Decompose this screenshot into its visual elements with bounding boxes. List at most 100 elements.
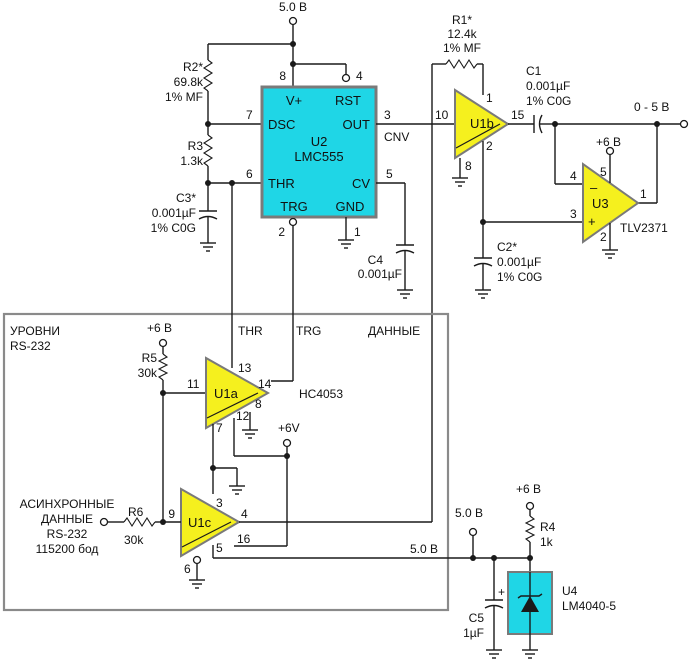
u2-cv: CV: [352, 176, 370, 191]
u1a-pin13-num: 13: [238, 361, 252, 375]
u2-pin5-num: 5: [386, 167, 393, 181]
c1-ref: C1: [526, 64, 542, 78]
input-terminal: [99, 517, 109, 527]
r1-ref: R1*: [452, 13, 472, 27]
box-col-data: ДАННЫЕ: [368, 324, 420, 338]
supply-6v-r5-label: +6 В: [147, 321, 172, 335]
resistor-r3: R3 1.3k: [180, 124, 214, 183]
c4-value: 0.001µF: [358, 267, 402, 281]
u2-out: OUT: [343, 117, 371, 132]
output-label: 0 - 5 В: [634, 100, 669, 114]
u4-part: LM4040-5: [562, 599, 616, 613]
u1b-pin8-num: 8: [465, 159, 472, 173]
input-rs232: АСИНХРОННЫЕ ДАННЫЕ RS-232 115200 бод: [20, 497, 115, 556]
c2-value: 0.001µF: [497, 255, 541, 269]
c3-value: 0.001µF: [152, 206, 196, 220]
input-line3: RS-232: [47, 527, 88, 541]
r5-value: 30k: [138, 366, 158, 380]
supply-6v-u1-label: +6V: [278, 421, 300, 435]
u1a-pin7-num: 7: [216, 421, 223, 435]
u2-pin4-num: 4: [356, 69, 363, 83]
u2-gnd: GND: [336, 199, 365, 214]
u1b-pin1-num: 1: [486, 91, 493, 105]
output-terminal: [679, 119, 689, 129]
u3-pin4-num: 4: [570, 169, 577, 183]
u1c-pin3-num: 3: [216, 496, 223, 510]
u2-pin2-num: 2: [278, 225, 285, 239]
u3-plus: +: [588, 214, 596, 229]
u2-pin6-num: 6: [246, 167, 253, 181]
u1b-ref: U1b: [470, 116, 494, 131]
c1-type: 1% C0G: [526, 94, 571, 108]
c2-type: 1% C0G: [497, 270, 542, 284]
r1-tol: 1% MF: [443, 41, 481, 55]
capacitor-c3: C3* 0.001µF 1% C0G: [151, 183, 218, 252]
u1c-pin4-num: 4: [241, 507, 248, 521]
switch-u1c: U1c 9 3 4 16 5 6: [168, 487, 251, 576]
u4-ref: U4: [562, 584, 578, 598]
c3-ref: C3*: [176, 191, 196, 205]
r6-ref: R6: [128, 505, 144, 519]
capacitor-c5: + C5 1µF: [463, 558, 505, 659]
u2-dsc: DSC: [268, 117, 295, 132]
supply-6v-u3-label: +6 В: [596, 135, 621, 149]
supply-5v-top-label: 5.0 В: [279, 0, 307, 14]
u1b-pin10-num: 10: [435, 108, 449, 122]
reference-u4: U4 LM4040-5: [507, 571, 616, 635]
u3-part: TLV2371: [620, 221, 668, 235]
r2-ref: R2*: [183, 60, 203, 74]
switch-u1b: U1b 1 2 8 15: [454, 88, 525, 173]
u1a-ref: U1a: [214, 386, 239, 401]
r6-value: 30k: [124, 533, 144, 547]
c5-ref: C5: [469, 611, 485, 625]
u2-rst: RST: [335, 93, 361, 108]
u1a-pin14-num: 14: [258, 377, 272, 391]
supply-5v-line-label: 5.0 В: [410, 542, 438, 556]
u1c-ref: U1c: [188, 515, 212, 530]
input-line2: ДАННЫЕ: [41, 512, 93, 526]
input-line1: АСИНХРОННЫЕ: [20, 497, 115, 511]
u1c-pin16-num: 16: [237, 532, 251, 546]
r1-value: 12.4k: [447, 27, 477, 41]
u2-pin3-num: 3: [384, 108, 391, 122]
u2-part: LMC555: [294, 149, 343, 164]
u3-minus: –: [590, 180, 598, 195]
resistor-r2: R2* 69.8k 1% MF: [165, 44, 214, 124]
u2-trg: TRG: [280, 199, 307, 214]
u3-pin5-num: 5: [600, 165, 607, 179]
capacitor-c1: C1 0.001µF 1% C0G: [508, 64, 571, 134]
u1a-pin12-num: 12: [236, 409, 250, 423]
switch-u1a: U1a 13 14 8 12 7 HC4053: [205, 356, 343, 435]
u3-pin3-num: 3: [570, 207, 577, 221]
u2-vplus: V+: [286, 93, 302, 108]
u3-pin2-num: 2: [600, 230, 607, 244]
resistor-r5: +6 В R5 30k: [138, 321, 172, 393]
net-cnv-label: CNV: [384, 130, 409, 144]
resistor-r1: R1* 12.4k 1% MF: [431, 13, 484, 336]
r3-value: 1.3k: [180, 154, 204, 168]
top-supply-node: 5.0 В 8 4: [208, 0, 363, 87]
u2-ref: U2: [311, 134, 328, 149]
supply-5v-mid-label: 5.0 В: [455, 506, 483, 520]
u1a-pin11-num: 11: [187, 377, 200, 391]
r3-ref: R3: [188, 139, 204, 153]
resistor-r4: +6 В R4 1k: [516, 482, 556, 572]
c1-value: 0.001µF: [526, 79, 570, 93]
opamp-u3: – + U3 TLV2371 4 3 1 5 2: [570, 162, 668, 244]
box-col-thr: THR: [238, 324, 263, 338]
capacitor-c4: 5 C4 0.001µF: [358, 167, 415, 299]
rs232-level-box: [2, 312, 450, 612]
u2-pin1-num: 1: [354, 225, 361, 239]
resistor-r6: R6 30k: [108, 505, 163, 547]
u1c-pin5-num: 5: [216, 541, 223, 555]
c5-value: 1µF: [463, 626, 484, 640]
supply-6v-r4-label: +6 В: [516, 482, 541, 496]
u1c-pin6-num: 6: [184, 562, 191, 576]
u2-thr: THR: [268, 176, 295, 191]
input-line4: 115200 бод: [36, 542, 99, 556]
u1a-part: HC4053: [299, 387, 343, 401]
r5-ref: R5: [142, 351, 158, 365]
c4-ref: C4: [368, 253, 384, 267]
c2-ref: C2*: [497, 240, 517, 254]
